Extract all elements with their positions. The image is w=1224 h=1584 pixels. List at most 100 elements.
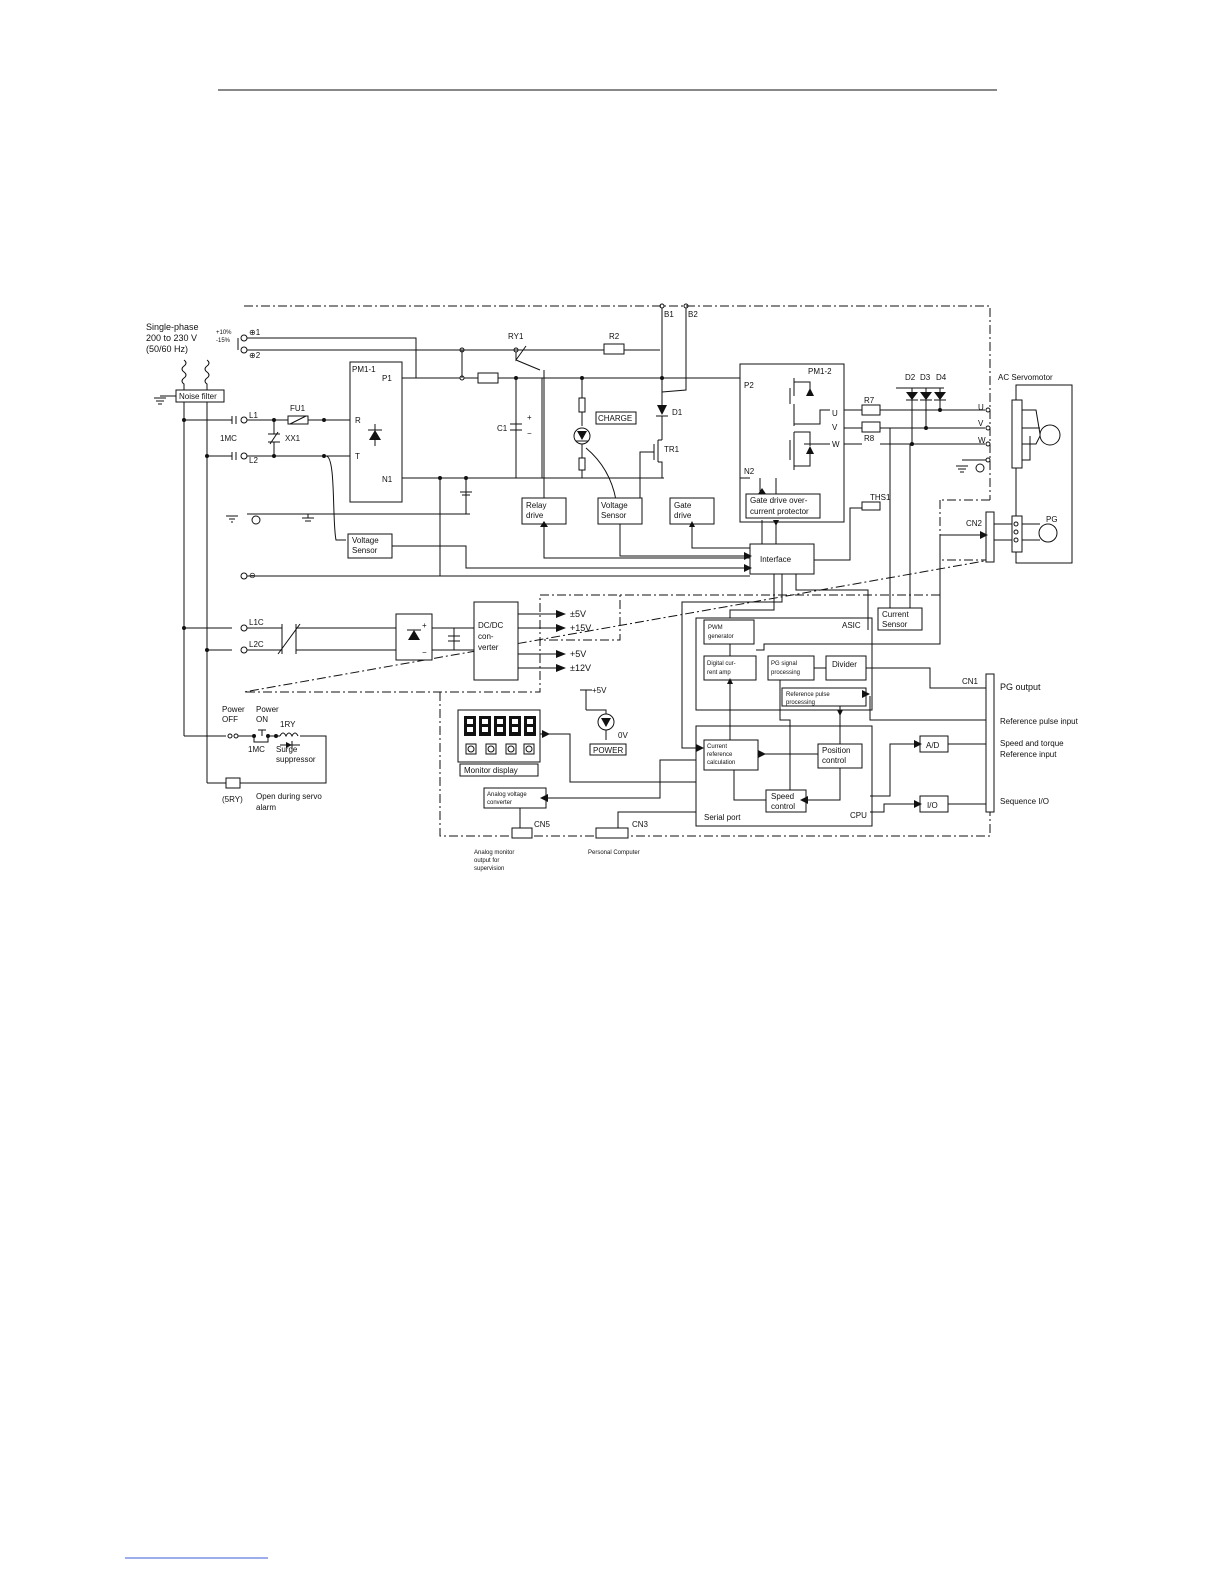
gate-drive-protector-box xyxy=(745,493,821,519)
personal-computer-label: Personal Computer xyxy=(588,850,640,856)
analog-monitor-line1: Analog monitor xyxy=(474,850,514,856)
1mc-label: 1MC xyxy=(248,745,265,754)
analog-monitor-line3: supervision xyxy=(474,866,504,872)
servomotor-icon xyxy=(1039,424,1061,446)
connector-cn3-label: CN3 xyxy=(632,820,649,829)
analog-monitor-line2: output for xyxy=(474,858,499,864)
resistor-r8 xyxy=(861,421,881,433)
signal-arrows xyxy=(540,488,988,808)
connector-cn5 xyxy=(511,827,533,839)
display-section: +5V 0V POWER xyxy=(457,686,696,872)
input-title-line1: Single-phase xyxy=(146,322,199,332)
output-5v: ±5V xyxy=(570,609,586,619)
terminal-l1c: L1C xyxy=(249,618,264,627)
led-zero-v-label: 0V xyxy=(618,731,628,740)
divider-label: Divider xyxy=(832,660,857,669)
motor-connector xyxy=(1011,399,1023,469)
output-v: V xyxy=(978,419,984,428)
diode-d1-label: D1 xyxy=(672,408,683,417)
thermistor-ths1 xyxy=(861,501,881,511)
output-w: W xyxy=(978,436,986,445)
input-section: Single-phase 200 to 230 V +10% -15% (50/… xyxy=(146,322,232,783)
ad-label: A/D xyxy=(926,741,940,750)
dcdc-converter-box xyxy=(473,601,519,681)
terminal-b2: B2 xyxy=(688,310,698,319)
led-plus5v-label: +5V xyxy=(592,686,607,695)
charge-label-box xyxy=(595,411,637,425)
pm1-2-label: PM1-2 xyxy=(808,367,832,376)
pm1-2-n2: N2 xyxy=(744,467,755,476)
display-key-2 xyxy=(485,743,497,755)
output-u: U xyxy=(978,403,984,412)
serial-port-label: Serial port xyxy=(704,813,741,822)
relay-drive-line1: Relay xyxy=(526,501,546,510)
digital-amp-line1: Digital cur- xyxy=(707,661,736,667)
servomotor-label: AC Servomotor xyxy=(998,373,1053,382)
current-ref-line3: calculation xyxy=(707,760,735,766)
asic-label: ASIC xyxy=(842,621,861,630)
pm1-2-u: U xyxy=(832,409,838,418)
resistor-r8-label: R8 xyxy=(864,434,875,443)
analog-converter-line2: converter xyxy=(487,800,512,806)
gate-drive-protector-line2: current protector xyxy=(750,507,809,516)
alarm-relay-contact xyxy=(225,777,241,789)
resistor-r7 xyxy=(861,404,881,416)
open-during-line1: Open during servo xyxy=(256,792,322,801)
control-blocks-upper: Relay drive Voltage Sensor Gate drive Vo… xyxy=(347,370,923,749)
io-section: A/D I/O CN1 PG output Reference pulse in… xyxy=(919,673,1079,813)
pm1-2-w: W xyxy=(832,440,840,449)
power-label-box xyxy=(589,743,627,756)
servomotor-frame xyxy=(1015,384,1073,564)
pg-processing-box xyxy=(767,655,815,681)
current-sensor-box xyxy=(877,607,923,631)
connector-cn5-label: CN5 xyxy=(534,820,551,829)
pm1-1-n1: N1 xyxy=(382,475,393,484)
capacitor-c1-label: C1 xyxy=(497,424,508,433)
relay-drive-line2: drive xyxy=(526,511,544,520)
cpu-section: CPU Serial port Current reference calcul… xyxy=(695,680,986,827)
diode-d2-label: D2 xyxy=(905,373,916,382)
svg-text:−: − xyxy=(527,429,532,438)
charge-label: CHARGE xyxy=(598,414,632,423)
transistor-tr1-label: TR1 xyxy=(664,445,680,454)
resistor-r2-label: R2 xyxy=(609,332,620,341)
noise-filter-label: Noise filter xyxy=(179,392,217,401)
power-off-line2: OFF xyxy=(222,715,238,724)
display-key-1 xyxy=(465,743,477,755)
speed-control-line2: control xyxy=(771,802,795,811)
asic-section: ASIC PWM generator Digital cur- rent amp… xyxy=(695,534,986,711)
voltage-sensor-top-line2: Sensor xyxy=(601,511,627,520)
dc-bus: RY1 R2 C1 + − CHARGE B1 B2 D1 TR1 xyxy=(459,303,740,501)
pg-output-label: PG output xyxy=(1000,682,1041,692)
speed-torque-line1: Speed and torque xyxy=(1000,739,1064,748)
ref-pulse-box xyxy=(781,687,867,707)
pm1-1-label: PM1-1 xyxy=(352,365,376,374)
display-key-3 xyxy=(505,743,517,755)
current-sensor-line2: Sensor xyxy=(882,620,908,629)
power-label: POWER xyxy=(593,746,623,755)
noise-filter-coil-right xyxy=(204,359,210,392)
speed-control-line1: Speed xyxy=(771,792,794,801)
pg-label: PG xyxy=(1046,515,1058,524)
relay-1mc-label: 1MC xyxy=(220,434,237,443)
pwm-line1: PWM xyxy=(708,625,723,631)
power-off-line1: Power xyxy=(222,705,245,714)
voltage-sensor-top-line1: Voltage xyxy=(601,501,628,510)
surge-line2: suppressor xyxy=(276,755,316,764)
terminal-b1: B1 xyxy=(664,310,674,319)
power-on-line1: Power xyxy=(256,705,279,714)
position-control-line1: Position xyxy=(822,746,850,755)
seven-segment-digits xyxy=(464,716,536,736)
terminal-l2c: L2C xyxy=(249,640,264,649)
control-power: + − DC/DC con- verter ±5V +15V +5V ±12V xyxy=(247,601,591,681)
svg-text:−: − xyxy=(422,648,427,657)
ref-pulse-input-label: Reference pulse input xyxy=(1000,717,1079,726)
amplifier-enclosure xyxy=(243,305,991,837)
1ry-label: 1RY xyxy=(280,720,296,729)
diode-d3-label: D3 xyxy=(920,373,931,382)
pg-processing-line2: processing xyxy=(771,670,800,676)
noise-filter-coil-left xyxy=(181,359,187,392)
connector-cn2-label: CN2 xyxy=(966,519,983,528)
pm1-1-r: R xyxy=(355,416,361,425)
